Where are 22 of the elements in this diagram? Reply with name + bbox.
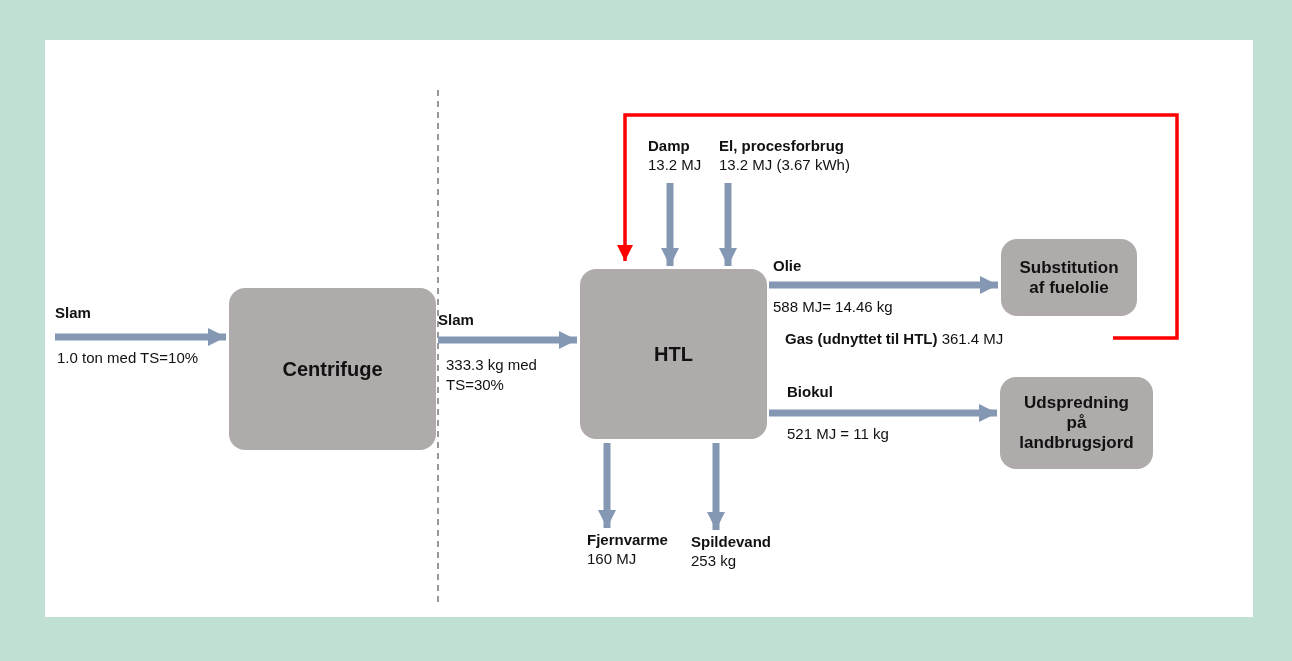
flow-name: El, procesforbrug <box>719 137 846 156</box>
process-box: Udspredning på landbrugsjord <box>1000 377 1153 469</box>
flow-name: Olie <box>773 256 802 276</box>
arrow <box>617 113 1179 340</box>
flow-name: Slam <box>55 303 91 323</box>
flow-value: 1.0 ton med TS=10% <box>57 348 199 368</box>
flow-value: 13.2 MJ <box>648 155 703 175</box>
flow-name: Spildevand <box>691 533 773 552</box>
flow-value: 588 MJ= 14.46 kg <box>773 297 893 317</box>
flow-value: 160 MJ <box>587 549 638 569</box>
flow-value: 13.2 MJ (3.67 kWh) <box>719 155 851 175</box>
process-box: HTL <box>580 269 767 439</box>
flow-name: Fjernvarme <box>587 531 669 550</box>
flow-name: Slam <box>438 310 474 330</box>
process-box: Centrifuge <box>229 288 436 450</box>
flow-value: 333.3 kg med TS=30% <box>446 355 538 394</box>
process-box: Substitution af fuelolie <box>1001 239 1137 316</box>
flow-value: 521 MJ = 11 kg <box>787 424 889 444</box>
flow-name: Biokul <box>787 382 833 402</box>
flow-value: Gas (udnyttet til HTL) 361.4 MJ <box>785 329 1004 349</box>
flow-value: 253 kg <box>691 551 738 571</box>
flow-name: Damp <box>648 137 691 156</box>
